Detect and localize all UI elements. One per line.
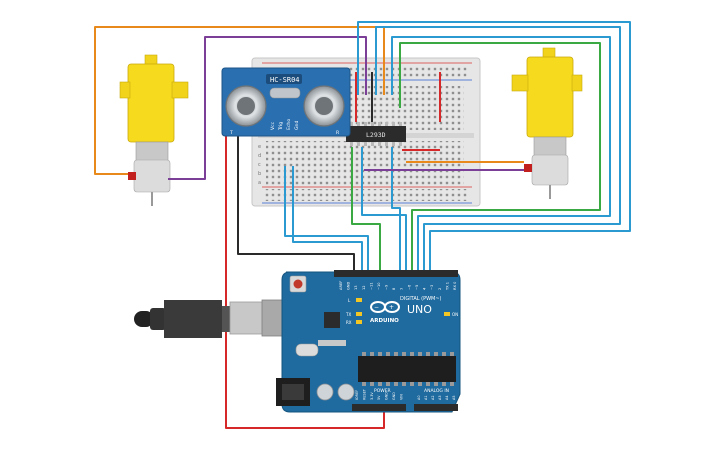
digital-pin-label: TX 1 <box>445 282 449 291</box>
wire-purple-left-motor <box>168 36 367 180</box>
analog-header[interactable] <box>414 404 458 411</box>
sensor-pin-echo: Echo <box>286 119 292 130</box>
wire-black-ground <box>237 72 355 270</box>
power-pin-label: VIN <box>399 394 403 400</box>
power-pin-label: RESET <box>362 388 366 400</box>
usb-cable[interactable] <box>134 299 285 338</box>
analog-pin-label: A5 <box>452 396 456 400</box>
sensor-corner-r: R <box>336 130 340 136</box>
digital-pin-label: GND <box>347 282 351 290</box>
sensor-pin-vcc: Vcc <box>270 121 276 130</box>
capacitor-2 <box>337 383 355 401</box>
power-header[interactable] <box>352 404 406 411</box>
led-label-l: L <box>348 298 351 303</box>
row-letter-b: b <box>258 171 261 177</box>
wire-blue-outer-2 <box>375 26 621 270</box>
svg-text:+: + <box>389 304 394 311</box>
capacitor-1 <box>316 383 334 401</box>
power-pin-label: GND <box>385 392 389 400</box>
row-letter-e: e <box>258 144 261 150</box>
digital-pin-label: 2 <box>438 288 442 290</box>
row-letter-c: c <box>258 162 261 168</box>
wire-blue-echo <box>292 166 363 270</box>
wire-blue-trig <box>284 166 369 270</box>
wire-orange-left-motor <box>94 26 385 175</box>
crystal <box>295 343 319 357</box>
power-pin-label: 5V <box>377 395 381 400</box>
sensor-pin-trig: Trig <box>278 122 284 131</box>
right-dc-motor[interactable] <box>511 47 583 199</box>
l293d-driver-chip[interactable]: L293D <box>346 122 406 146</box>
digital-pin-label: ~11 <box>369 282 373 290</box>
led-label-rx: RX <box>346 320 352 325</box>
analog-pin-label: A0 <box>417 396 421 400</box>
analog-pin-label: A1 <box>424 396 428 400</box>
digital-header[interactable] <box>334 270 458 277</box>
analog-pin-label: A4 <box>445 396 449 400</box>
digital-pin-label: ~9 <box>385 284 389 290</box>
digital-pin-label: 4 <box>423 287 427 290</box>
digital-pin-label: ~10 <box>377 282 381 290</box>
analog-pin-label: A3 <box>438 396 442 400</box>
analog-label: ANALOG IN <box>424 388 449 394</box>
digital-pin-label: AREF <box>339 281 343 290</box>
digital-pin-label: 7 <box>400 288 404 290</box>
wire-blue-outer-3 <box>391 36 611 270</box>
atmega-chip <box>358 356 456 382</box>
wire-blue-chip-2 <box>391 147 401 270</box>
sensor-pin-gnd: Gnd <box>294 121 300 130</box>
power-pin-label: GND <box>392 392 396 400</box>
digital-pin-label: 8 <box>392 287 396 290</box>
svg-text:−: − <box>374 304 379 311</box>
wire-green-outer <box>399 42 601 270</box>
power-pin-label: 3.3V <box>370 392 374 400</box>
digital-pin-label: 13 <box>354 285 358 290</box>
digital-pin-label: ~6 <box>407 284 411 290</box>
led-label-tx: TX <box>345 312 351 317</box>
row-letter-d: d <box>258 153 261 159</box>
chip-label: L293D <box>366 131 386 139</box>
wire-blue-chip-1 <box>361 147 407 270</box>
model-label: UNO <box>407 303 432 316</box>
sensor-corner-t: T <box>229 130 233 136</box>
brand-label: ARDUINO <box>370 318 399 324</box>
digital-label: DIGITAL (PWM~) <box>400 296 442 302</box>
digital-pin-label: ~3 <box>430 285 434 290</box>
power-label: POWER <box>374 388 391 394</box>
hc-sr04-sensor[interactable]: HC-SR04 Vcc Trig Echo Gnd T R <box>221 67 351 137</box>
digital-pin-label: ~5 <box>415 285 419 290</box>
row-letter-a: a <box>258 180 261 186</box>
on-label: ON <box>452 312 458 317</box>
wires <box>94 21 631 429</box>
wire-green-inner <box>351 147 381 270</box>
analog-pin-label: A2 <box>431 396 435 400</box>
status-leds: L TX RX ON <box>345 298 458 325</box>
left-dc-motor[interactable] <box>119 54 189 206</box>
usb-chip <box>324 312 340 328</box>
sensor-model-label: HC-SR04 <box>270 76 300 84</box>
wire-blue-outer-1 <box>357 21 631 270</box>
arduino-logo: − + ARDUINO UNO <box>370 301 432 324</box>
digital-pin-label: 12 <box>362 285 366 290</box>
digital-pin-label: RX 0 <box>453 281 457 290</box>
power-pin-label: IOREF <box>355 390 359 400</box>
